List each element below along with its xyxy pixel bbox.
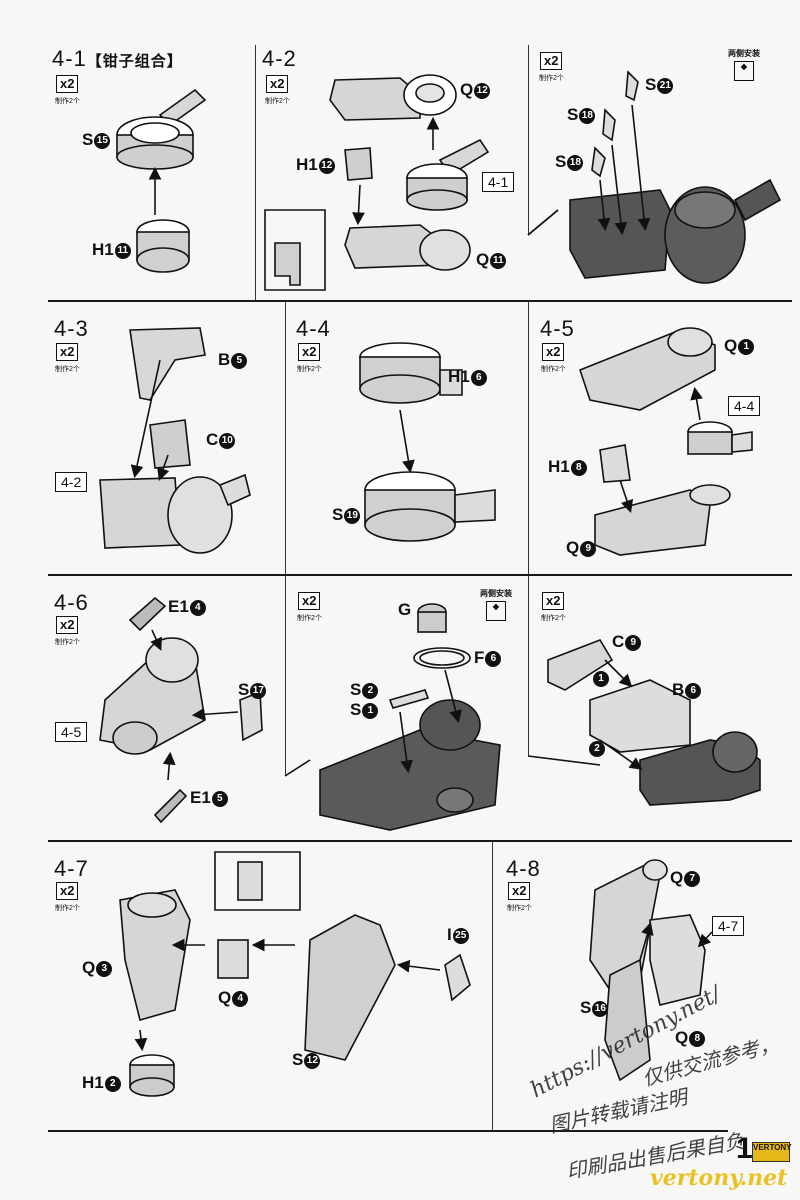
quantity-badge: x2 [266,75,289,93]
make-count: 制作2个 [55,639,80,646]
step-reference: 4-1 [482,172,515,192]
step-subtitle: 【钳子组合】 [86,53,183,70]
step-reference: 4-5 [55,722,88,742]
quantity-badge: x2 [56,343,79,361]
quantity-badge: x2 [56,75,79,93]
watermark-site: vertony.net [650,1165,788,1191]
both-sides-badge: 两侧安装◆ [728,48,760,81]
step-number: 4-3 [54,316,89,341]
step-number: 4-2 [262,46,297,71]
divider [528,576,529,756]
divider [255,45,256,300]
quantity-badge: x2 [56,882,79,900]
quantity-badge: x2 [540,52,563,70]
quantity-badge: x2 [56,616,79,634]
step-reference: 4-4 [728,396,761,416]
both-sides-badge: 两侧安装◆ [480,588,512,621]
divider [48,840,792,842]
step-number: 4-1【钳子组合】 [52,46,183,71]
step-reference: 4-7 [712,916,745,936]
make-count: 制作2个 [507,905,532,912]
make-count: 制作2个 [541,366,566,373]
quantity-badge: x2 [298,592,321,610]
quantity-badge: x2 [542,343,565,361]
divider [528,45,529,235]
divider [48,574,792,576]
both-sides-icon: ◆ [734,61,754,81]
step-reference: 4-2 [55,472,88,492]
make-count: 制作2个 [55,98,80,105]
quantity-badge: x2 [542,592,565,610]
divider [285,576,286,776]
make-count: 制作2个 [265,98,290,105]
make-count: 制作2个 [55,905,80,912]
make-count: 制作2个 [297,615,322,622]
step-number: 4-8 [506,856,541,881]
step-number: 4-5 [540,316,575,341]
step-number: 4-6 [54,590,89,615]
brand-logo: VERTONY [752,1142,792,1162]
divider [492,842,493,1130]
sequence-marker: 1 [592,668,609,688]
page-number: 1 [736,1132,753,1165]
divider [48,1130,728,1132]
make-count: 制作2个 [541,615,566,622]
step-number: 4-7 [54,856,89,881]
make-count: 制作2个 [297,366,322,373]
step-number: 4-4 [296,316,331,341]
sequence-marker: 2 [588,738,605,758]
make-count: 制作2个 [539,75,564,82]
part-label: G [398,600,412,619]
divider [528,302,529,574]
make-count: 制作2个 [55,366,80,373]
both-sides-icon: ◆ [486,601,506,621]
divider [285,302,286,574]
quantity-badge: x2 [508,882,531,900]
divider [48,300,792,302]
quantity-badge: x2 [298,343,321,361]
